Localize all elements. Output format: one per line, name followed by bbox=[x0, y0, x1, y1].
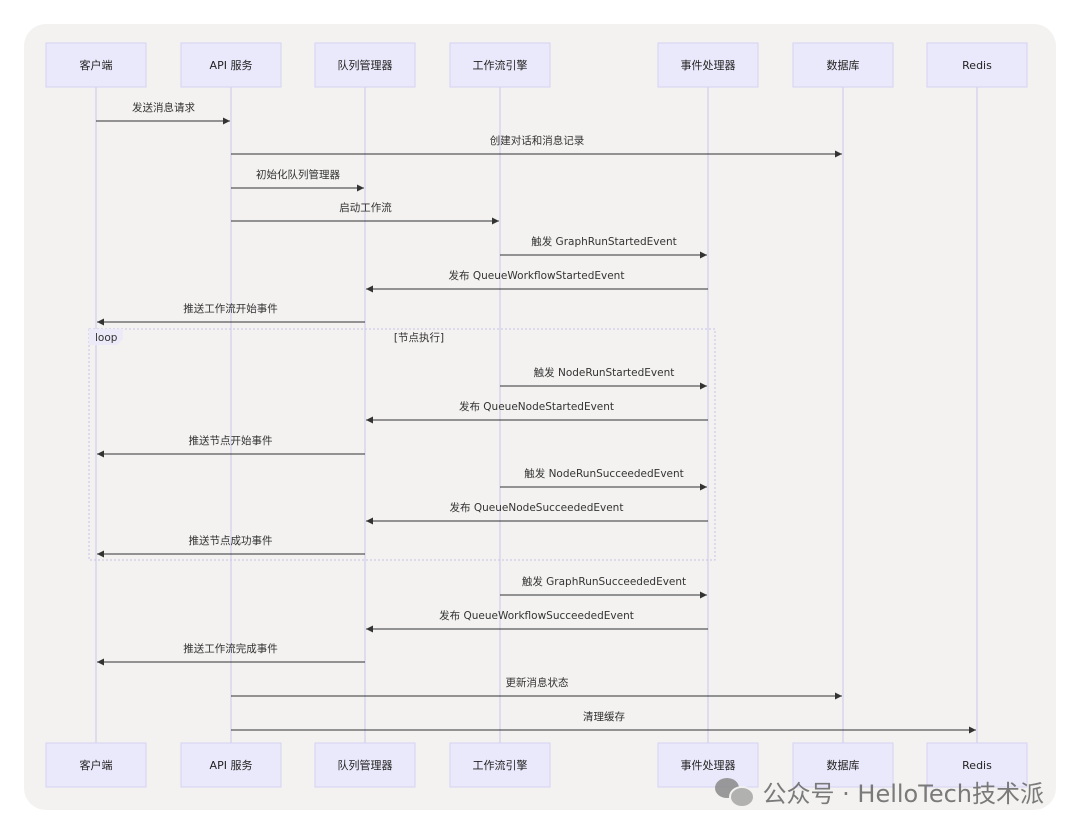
actor-engine-top: 工作流引擎 bbox=[449, 42, 551, 88]
actor-box bbox=[180, 42, 282, 88]
message-label: 更新消息状态 bbox=[506, 676, 569, 689]
message-5: 触发 GraphRunStartedEvent bbox=[500, 235, 707, 259]
actor-box bbox=[792, 42, 894, 88]
message-label: 触发 NodeRunStartedEvent bbox=[534, 366, 675, 379]
actor-client-bottom: 客户端 bbox=[45, 742, 147, 788]
actor-label: 事件处理器 bbox=[681, 759, 736, 772]
message-label: 启动工作流 bbox=[339, 201, 392, 214]
actor-box bbox=[45, 42, 147, 88]
loop-condition: [节点执行] bbox=[394, 331, 444, 344]
message-15: 发布 QueueWorkflowSucceededEvent bbox=[366, 609, 708, 633]
message-7: 推送工作流开始事件 bbox=[97, 302, 365, 326]
actor-api-top: API 服务 bbox=[180, 42, 282, 88]
actor-box bbox=[926, 742, 1028, 788]
actor-box bbox=[657, 742, 759, 788]
actor-label: API 服务 bbox=[210, 59, 253, 72]
loop-frame bbox=[88, 328, 716, 561]
loop-tab bbox=[89, 329, 123, 345]
message-12: 发布 QueueNodeSucceededEvent bbox=[366, 501, 708, 525]
message-label: 发布 QueueNodeSucceededEvent bbox=[450, 501, 624, 514]
message-2: 创建对话和消息记录 bbox=[231, 134, 842, 158]
actor-box bbox=[449, 42, 551, 88]
message-label: 创建对话和消息记录 bbox=[490, 134, 585, 147]
message-13: 推送节点成功事件 bbox=[97, 534, 365, 558]
actor-box bbox=[657, 42, 759, 88]
actor-label: 客户端 bbox=[80, 58, 113, 72]
message-label: 初始化队列管理器 bbox=[256, 168, 340, 181]
message-18: 清理缓存 bbox=[231, 710, 976, 734]
message-4: 启动工作流 bbox=[231, 201, 499, 225]
actor-client-top: 客户端 bbox=[45, 42, 147, 88]
actor-engine-bottom: 工作流引擎 bbox=[449, 742, 551, 788]
message-label: 发布 QueueNodeStartedEvent bbox=[459, 400, 614, 413]
actor-box bbox=[926, 42, 1028, 88]
actor-label: 事件处理器 bbox=[681, 59, 736, 72]
actor-api-bottom: API 服务 bbox=[180, 742, 282, 788]
message-label: 触发 NodeRunSucceededEvent bbox=[524, 467, 684, 480]
diagram-frame bbox=[24, 24, 1056, 810]
actor-box bbox=[180, 742, 282, 788]
message-label: 发送消息请求 bbox=[132, 101, 195, 114]
actor-label: 客户端 bbox=[80, 758, 113, 772]
message-label: 发布 QueueWorkflowStartedEvent bbox=[449, 269, 625, 282]
actor-label: Redis bbox=[962, 759, 992, 772]
message-label: 推送工作流完成事件 bbox=[183, 642, 278, 655]
actor-box bbox=[792, 742, 894, 788]
message-10: 推送节点开始事件 bbox=[97, 434, 365, 458]
watermark-text: 公众号 · HelloTech技术派 bbox=[762, 780, 1044, 808]
actor-box bbox=[314, 42, 416, 88]
actor-queue-bottom: 队列管理器 bbox=[314, 742, 416, 788]
message-9: 发布 QueueNodeStartedEvent bbox=[366, 400, 708, 424]
wechat-icon bbox=[714, 776, 755, 808]
message-17: 更新消息状态 bbox=[231, 676, 842, 700]
message-label: 触发 GraphRunSucceededEvent bbox=[522, 575, 686, 588]
message-label: 推送工作流开始事件 bbox=[183, 302, 278, 315]
loop-label: loop bbox=[95, 332, 118, 344]
message-label: 发布 QueueWorkflowSucceededEvent bbox=[439, 609, 634, 622]
message-6: 发布 QueueWorkflowStartedEvent bbox=[366, 269, 708, 293]
actor-box bbox=[449, 742, 551, 788]
message-label: 清理缓存 bbox=[583, 710, 625, 723]
message-8: 触发 NodeRunStartedEvent bbox=[500, 366, 707, 390]
actor-label: 数据库 bbox=[827, 758, 860, 772]
actor-queue-top: 队列管理器 bbox=[314, 42, 416, 88]
actor-handler-bottom: 事件处理器 bbox=[657, 742, 759, 788]
actor-label: 工作流引擎 bbox=[473, 758, 528, 772]
watermark: 公众号 · HelloTech技术派 bbox=[714, 774, 1044, 809]
message-3: 初始化队列管理器 bbox=[231, 168, 364, 192]
actor-box bbox=[45, 742, 147, 788]
message-16: 推送工作流完成事件 bbox=[97, 642, 365, 666]
message-11: 触发 NodeRunSucceededEvent bbox=[500, 467, 707, 491]
actor-handler-top: 事件处理器 bbox=[657, 42, 759, 88]
actor-label: 队列管理器 bbox=[338, 58, 393, 72]
message-14: 触发 GraphRunSucceededEvent bbox=[500, 575, 707, 599]
actor-label: 队列管理器 bbox=[338, 758, 393, 772]
actor-label: Redis bbox=[962, 59, 992, 72]
actor-box bbox=[314, 742, 416, 788]
actor-db-bottom: 数据库 bbox=[792, 742, 894, 788]
message-label: 触发 GraphRunStartedEvent bbox=[531, 235, 677, 248]
actor-db-top: 数据库 bbox=[792, 42, 894, 88]
message-1: 发送消息请求 bbox=[96, 101, 230, 125]
actor-redis-top: Redis bbox=[926, 42, 1028, 88]
actor-label: 数据库 bbox=[827, 58, 860, 72]
actor-redis-bottom: Redis bbox=[926, 742, 1028, 788]
message-label: 推送节点成功事件 bbox=[189, 534, 273, 547]
actor-label: 工作流引擎 bbox=[473, 58, 528, 72]
actor-label: API 服务 bbox=[210, 759, 253, 772]
message-label: 推送节点开始事件 bbox=[189, 434, 273, 447]
